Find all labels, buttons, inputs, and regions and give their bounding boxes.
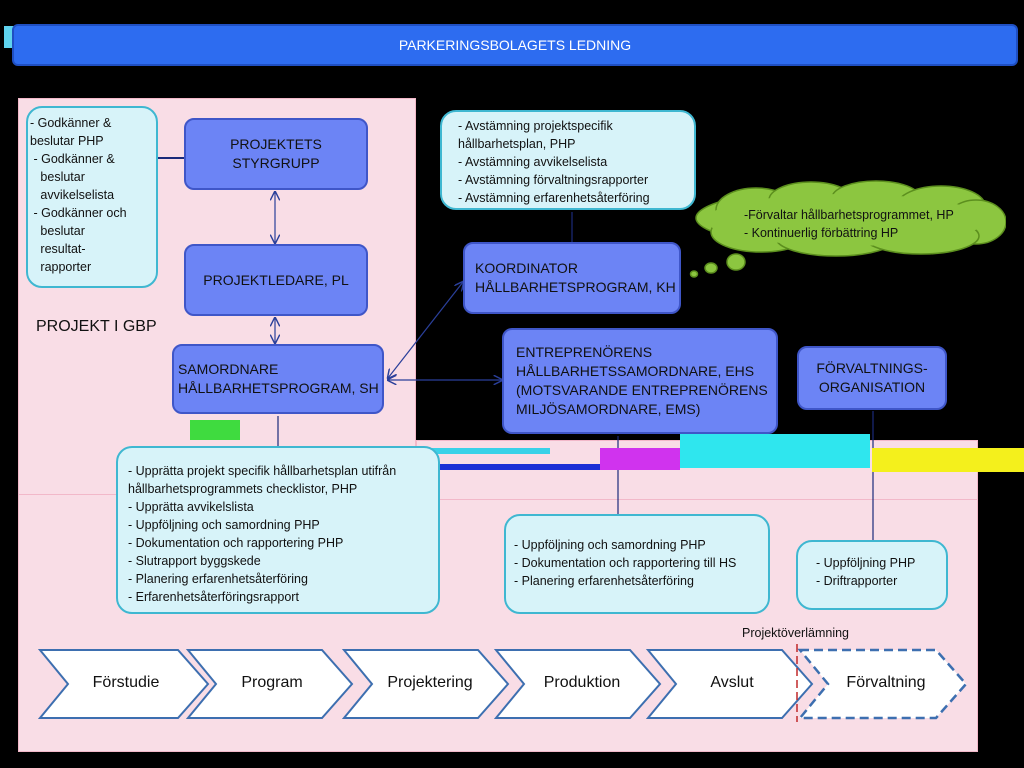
entreprenor-line: MILJÖSAMORDNARE, EMS): [516, 401, 701, 417]
forvaltning-tasks-note: - Uppföljning PHP - Driftrapporter: [796, 540, 948, 610]
governance-note-line: rapporter: [30, 260, 92, 274]
entreprenor-line: HÅLLBARHETSSAMORDNARE, EHS: [516, 363, 755, 379]
koordinator-note-line: - Avstämning erfarenhetsåterföring: [458, 191, 650, 205]
sh-task-line: hållbarhetsprogrammets checklistor, PHP: [128, 482, 358, 496]
phase-chevron-program: [185, 649, 354, 719]
samordnare-line: SAMORDNARE: [178, 361, 279, 377]
styrgrupp-line: STYRGRUPP: [232, 155, 320, 171]
phase-program: Program: [241, 674, 303, 691]
artifact-strip: [872, 448, 1024, 472]
phase-chevron-forvaltning: [797, 648, 968, 720]
phase-chevron-avslut: [645, 649, 814, 719]
header-bar: PARKERINGSBOLAGETS LEDNING: [12, 24, 1018, 66]
phase-forvaltning: Förvaltning: [846, 674, 926, 691]
phase-chevron-produktion: [493, 649, 662, 719]
artifact-strip: [680, 434, 870, 468]
artifact-strip: [600, 448, 680, 470]
header-title: PARKERINGSBOLAGETS LEDNING: [398, 37, 632, 53]
sh-tasks-note: - Upprätta projekt specifik hållbarhetsp…: [116, 446, 440, 614]
phase-projektering: Projektering: [387, 674, 473, 691]
governance-note-line: beslutar: [30, 224, 85, 238]
forvaltning-box: FÖRVALTNINGS- ORGANISATION: [797, 346, 947, 410]
sh-task-line: - Dokumentation och rapportering PHP: [128, 536, 344, 550]
cloud-text: -Förvaltar hållbarhetsprogrammet, HP - K…: [744, 206, 954, 242]
forvaltning-task-line: - Driftrapporter: [816, 574, 898, 588]
koordinator-note: - Avstämning projektspecifik hållbarhets…: [440, 110, 696, 210]
cloud-line: -Förvaltar hållbarhetsprogrammet, HP: [744, 208, 954, 222]
arrow-sh-kh: [388, 282, 463, 378]
koordinator-line: HÅLLBARHETSPROGRAM, KH: [475, 279, 676, 295]
cloud-shape: [689, 180, 1006, 278]
phase-chevron-projektering: [341, 649, 510, 719]
cloud-line: - Kontinuerlig förbättring HP: [744, 226, 899, 240]
sh-task-line: - Slutrapport byggskede: [128, 554, 261, 568]
sh-task-line: - Erfarenhetsåterföringsrapport: [128, 590, 299, 604]
governance-note-line: beslutar: [30, 170, 85, 184]
entreprenor-line: (MOTSVARANDE ENTREPRENÖRENS: [516, 382, 768, 398]
governance-note-line: - Godkänner &: [30, 116, 112, 130]
governance-note-line: avvikelselista: [30, 188, 115, 202]
koordinator-note-line: - Avstämning förvaltningsrapporter: [458, 173, 649, 187]
forvaltning-task-line: - Uppföljning PHP: [816, 556, 916, 570]
projektledare-label: PROJEKTLEDARE, PL: [203, 271, 349, 288]
projektledare-box: PROJEKTLEDARE, PL: [184, 244, 368, 316]
forvaltning-line: ORGANISATION: [818, 379, 926, 395]
artifact-strip: [430, 464, 600, 470]
project-area-label: PROJEKT I GBP: [36, 318, 157, 335]
governance-note-line: - Godkänner &: [30, 152, 115, 166]
forvaltning-line: FÖRVALTNINGS-: [816, 360, 928, 376]
governance-note: - Godkänner & beslutar PHP - Godkänner &…: [26, 106, 158, 288]
ehs-task-line: - Uppföljning och samordning PHP: [514, 538, 706, 552]
ehs-task-line: - Planering erfarenhetsåterföring: [514, 574, 694, 588]
sh-task-line: - Planering erfarenhetsåterföring: [128, 572, 308, 586]
koordinator-note-line: - Avstämning avvikelselista: [458, 155, 608, 169]
handover-label: Projektöverlämning: [742, 626, 849, 640]
phase-chevron-forstudie: [37, 649, 210, 719]
ehs-tasks-note: - Uppföljning och samordning PHP - Dokum…: [504, 514, 770, 614]
entreprenor-line: ENTREPRENÖRENS: [516, 344, 653, 360]
sh-task-line: - Uppföljning och samordning PHP: [128, 518, 320, 532]
styrgrupp-box: PROJEKTETS STYRGRUPP: [184, 118, 368, 190]
sh-task-line: - Upprätta avvikelslista: [128, 500, 254, 514]
sh-task-line: - Upprätta projekt specifik hållbarhetsp…: [128, 464, 397, 478]
koordinator-note-line: - Avstämning projektspecifik: [458, 119, 613, 133]
phase-forstudie: Förstudie: [92, 674, 160, 691]
styrgrupp-line: PROJEKTETS: [230, 136, 322, 152]
koordinator-box: KOORDINATOR HÅLLBARHETSPROGRAM, KH: [463, 242, 681, 314]
artifact-strip: [420, 448, 550, 454]
ehs-task-line: - Dokumentation och rapportering till HS: [514, 556, 737, 570]
entreprenor-box: ENTREPRENÖRENS HÅLLBARHETSSAMORDNARE, EH…: [502, 328, 778, 434]
samordnare-box: SAMORDNARE HÅLLBARHETSPROGRAM, SH: [172, 344, 384, 414]
artifact-strip: [190, 420, 240, 440]
koordinator-line: KOORDINATOR: [475, 260, 578, 276]
koordinator-note-line: hållbarhetsplan, PHP: [458, 137, 576, 151]
governance-note-line: - Godkänner och: [30, 206, 127, 220]
phase-produktion: Produktion: [543, 674, 621, 691]
phase-avslut: Avslut: [710, 674, 754, 691]
samordnare-line: HÅLLBARHETSPROGRAM, SH: [178, 380, 379, 396]
governance-note-line: resultat-: [30, 242, 86, 256]
governance-note-line: beslutar PHP: [30, 134, 104, 148]
